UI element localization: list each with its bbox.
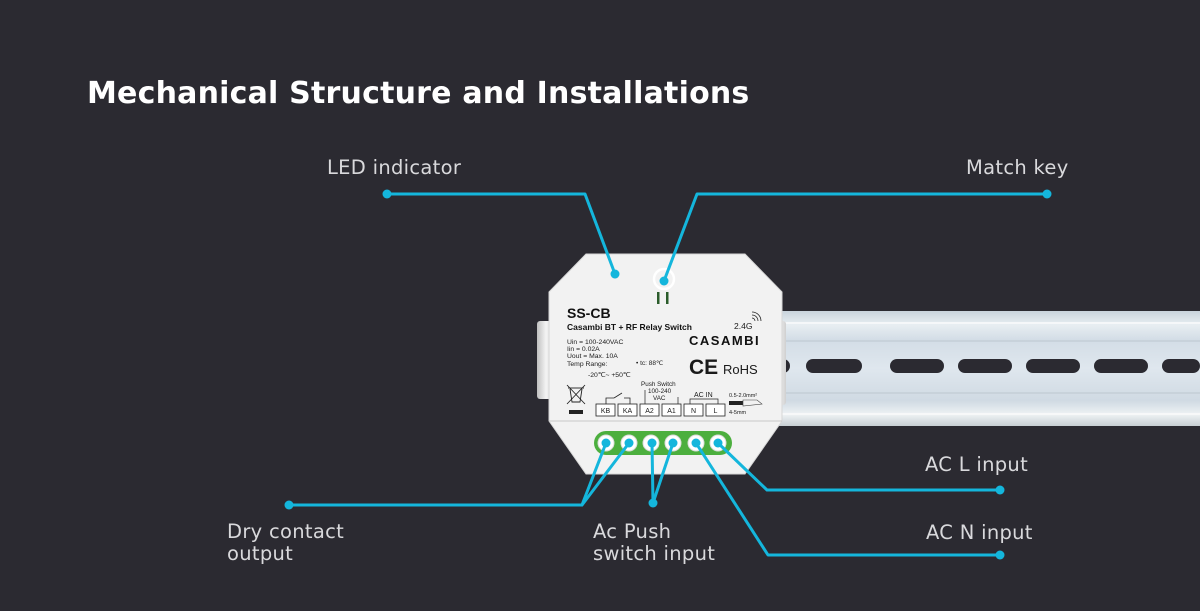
- leader-dry-contact-ka: [580, 441, 631, 507]
- callout-push-switch-input: Ac Push switch input: [593, 521, 715, 565]
- terminal-label-box: [595, 403, 616, 417]
- leader-dot: [382, 189, 392, 199]
- leader-dot: [1042, 189, 1052, 199]
- rail-slot: [1026, 359, 1080, 373]
- leader-ac-l: [716, 441, 1002, 492]
- brand-logo: CASAMBI: [689, 333, 760, 348]
- leader-led-indicator: [385, 192, 617, 276]
- leader-dot: [610, 269, 620, 279]
- terminal-label: L: [714, 408, 718, 415]
- push-switch-voltage: 100-240: [648, 388, 672, 395]
- rail-slot: [1094, 359, 1148, 373]
- temp-range: -20℃~ +50℃: [588, 372, 631, 379]
- terminal-label: N: [691, 408, 696, 415]
- rail-slot: [806, 359, 862, 373]
- callout-dry-contact-output: Dry contact output: [227, 521, 344, 565]
- device-name: Casambi BT + RF Relay Switch: [567, 322, 692, 332]
- leader-push-a2: [650, 441, 655, 505]
- leader-dot: [995, 550, 1005, 560]
- rohs-mark: RoHS: [723, 362, 758, 377]
- frequency-label: 2.4G: [734, 321, 752, 331]
- push-switch-label: Push Switch: [641, 381, 676, 388]
- terminal-label-box: [639, 403, 660, 417]
- terminal-label: KB: [601, 408, 611, 415]
- spec-line: Uin = 100-240VAC: [567, 339, 623, 346]
- ce-mark: CE: [689, 356, 718, 379]
- leader-match-key: [662, 192, 1049, 283]
- device-model: SS-CB: [567, 305, 611, 321]
- wire-strip-icon: [729, 399, 763, 407]
- weee-bin-icon: [566, 384, 586, 414]
- callout-match-key: Match key: [966, 156, 1069, 179]
- spec-line: Temp Range:: [567, 361, 608, 368]
- leader-dry-contact-kb: [287, 441, 608, 507]
- rail-slot: [890, 359, 944, 373]
- terminal-label-box: [617, 403, 638, 417]
- callout-push-switch-line2: switch input: [593, 542, 716, 565]
- leader-dot: [659, 276, 669, 286]
- push-switch-unit: VAC: [653, 395, 666, 402]
- spec-line: Uout = Max. 10A: [567, 353, 618, 360]
- ac-in-label: AC IN: [694, 392, 713, 399]
- terminal-label-box: [683, 403, 704, 417]
- rail-slot: [1162, 359, 1200, 373]
- wireless-icon: [751, 311, 762, 322]
- terminal-label-box: [661, 403, 682, 417]
- callout-ac-n-input: AC N input: [926, 521, 1033, 544]
- terminal-label: A1: [667, 408, 676, 415]
- callout-push-switch-line1: Ac Push: [593, 520, 672, 543]
- leader-dot: [647, 438, 657, 448]
- leader-dot: [624, 438, 634, 448]
- callout-led-indicator: LED indicator: [327, 156, 462, 179]
- wire-gauge: 0.5-2.0mm²: [729, 393, 757, 399]
- rail-slot: [958, 359, 1012, 373]
- match-key-button[interactable]: [652, 267, 676, 291]
- leader-dot: [668, 438, 678, 448]
- terminal-label-box: [705, 403, 726, 417]
- tc-rating: • tc: 88℃: [636, 360, 664, 367]
- callout-dry-contact-line1: Dry contact: [227, 520, 345, 543]
- callout-ac-l-input: AC L input: [925, 453, 1029, 476]
- relay-switch-device: SS-CB Casambi BT + RF Relay Switch 2.4G …: [548, 253, 783, 475]
- spec-line: Iin = 0.02A: [567, 346, 600, 353]
- leader-dot: [691, 438, 701, 448]
- leader-dot: [601, 438, 611, 448]
- terminal-label: A2: [645, 408, 654, 415]
- leader-dot: [648, 498, 658, 508]
- strip-length: 4-5mm: [729, 410, 747, 416]
- callout-dry-contact-line2: output: [227, 542, 294, 565]
- terminal-label: KA: [623, 408, 633, 415]
- page-title: Mechanical Structure and Installations: [87, 76, 750, 111]
- relay-contact-symbol: [605, 392, 631, 405]
- leader-dot: [995, 485, 1005, 495]
- leader-push-a1: [651, 441, 675, 505]
- din-rail: [770, 311, 1200, 426]
- leader-dot: [284, 500, 294, 510]
- leader-dot: [713, 438, 723, 448]
- leader-ac-n: [694, 441, 1002, 557]
